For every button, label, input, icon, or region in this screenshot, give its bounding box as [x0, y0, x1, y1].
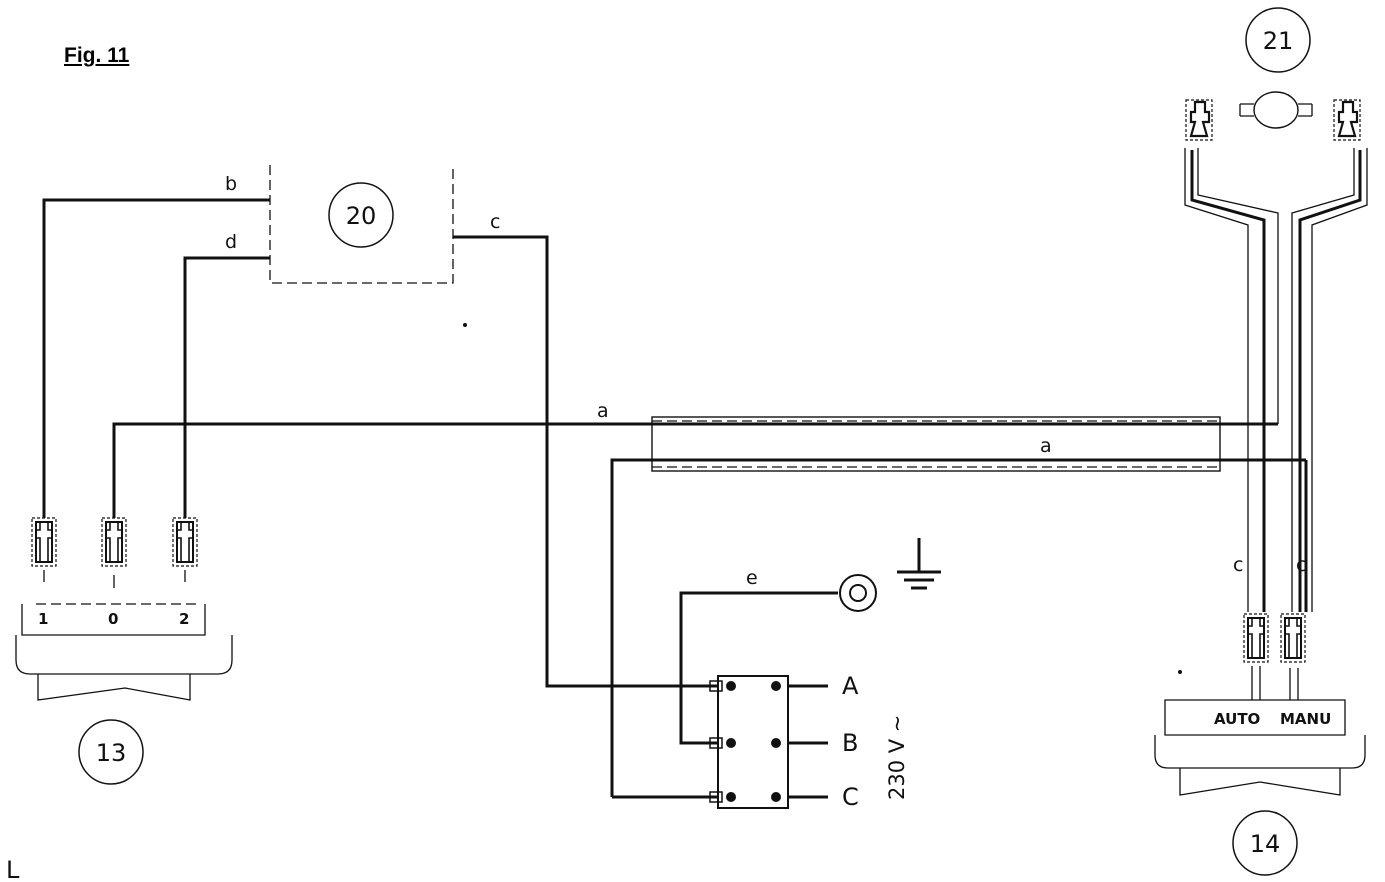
terminal-phase-a: A: [842, 672, 859, 700]
connector-13-pin-1: [31, 517, 57, 567]
connector-13-pin-0: [101, 517, 127, 567]
wire-a-upper: [112, 422, 1278, 518]
connector-14-auto: [1243, 613, 1269, 663]
switch-13: 1 0 2 13: [15, 517, 233, 785]
connector-21-right: [1332, 98, 1362, 142]
wire-e: [679, 591, 838, 745]
connector-13-pin-2: [172, 517, 198, 567]
motor-21-ref: 21: [1263, 27, 1294, 55]
wire-label-b: b: [225, 173, 237, 195]
connector-14-manu: [1280, 613, 1306, 663]
switch-14-ref: 14: [1250, 830, 1281, 858]
component-20-box: 20: [269, 165, 454, 284]
corner-mark: L: [6, 856, 20, 882]
wire-b: [42, 198, 270, 518]
wire-label-c: c: [490, 211, 500, 233]
wire-label-e: e: [746, 567, 758, 589]
wire-label-c-left: c: [1233, 554, 1243, 576]
wire-c-right: [1291, 148, 1368, 612]
wire-d: [183, 256, 270, 518]
switch-14-auto-label: AUTO: [1214, 710, 1260, 728]
switch-14: AUTO MANU 14: [1154, 613, 1366, 876]
switch-13-pin-1-label: 1: [38, 610, 48, 628]
terminal-voltage: 230 V ~: [885, 715, 909, 800]
switch-13-ref: 13: [96, 739, 127, 767]
motor-21: 21: [1184, 7, 1362, 142]
ground-symbol: [839, 538, 941, 612]
wire-label-a-upper: a: [597, 400, 609, 422]
wire-c-main: [453, 235, 718, 688]
connector-21-left: [1184, 98, 1214, 142]
switch-13-pin-2-label: 2: [179, 610, 189, 628]
terminal-phase-b: B: [842, 729, 858, 757]
wire-label-a-lower: a: [1040, 435, 1052, 457]
wire-c-left: [1184, 148, 1279, 612]
wire-label-d: d: [225, 231, 237, 253]
wire-a-lower: [610, 458, 1306, 797]
wire-label-c-right: c: [1296, 554, 1306, 576]
terminal-phase-c: C: [842, 783, 859, 811]
terminal-block: A B C 230 V ~: [612, 672, 909, 811]
figure-title: Fig. 11: [64, 44, 130, 67]
cable-sleeve: [651, 416, 1221, 472]
switch-13-pin-0-label: 0: [108, 610, 118, 628]
switch-14-manu-label: MANU: [1280, 710, 1331, 728]
component-20-ref: 20: [346, 202, 377, 230]
